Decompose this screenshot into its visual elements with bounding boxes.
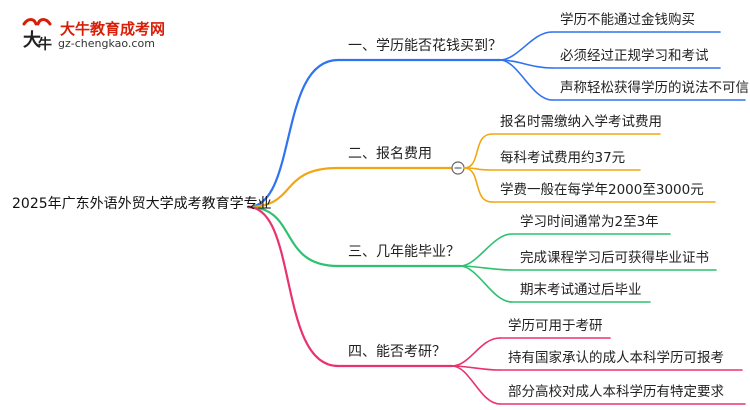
leaf-label: 部分高校对成人本科学历有特定要求	[508, 384, 724, 400]
brand-logo: 大 牛 大牛教育成考网 gz-chengkao.com	[14, 14, 244, 52]
leaf-connector	[459, 265, 513, 303]
leaf-label: 完成课程学习后可获得毕业证书	[520, 250, 709, 266]
root-topic: 2025年广东外语外贸大学成考教育学专业	[12, 196, 272, 212]
leaf-connector	[499, 59, 553, 101]
bull-logo-icon: 大 牛	[22, 18, 52, 52]
branch-connector	[246, 166, 340, 209]
leaf-label: 持有国家承认的成人本科学历可报考	[508, 350, 724, 366]
branch-label: 二、报名费用	[348, 146, 432, 162]
branch-label: 四、能否考研？	[348, 344, 446, 360]
leaf-connector	[463, 167, 493, 203]
leaf-connector	[459, 233, 513, 267]
leaf-label: 期末考试通过后毕业	[520, 282, 642, 298]
leaf-label: 学习时间通常为2至3年	[520, 214, 659, 230]
branch-connector	[246, 205, 340, 368]
leaf-connector	[451, 337, 501, 367]
leaf-label: 报名时需缴纳入学考试费用	[500, 114, 662, 130]
leaf-connector	[463, 133, 493, 169]
leaf-label: 声称轻松获得学历的说法不可信	[560, 80, 749, 96]
leaf-label: 每科考试费用约37元	[500, 150, 626, 166]
leaf-connector	[451, 365, 501, 405]
svg-text:牛: 牛	[38, 36, 52, 52]
leaf-connector	[499, 59, 553, 69]
branch-connector	[246, 58, 340, 209]
branch-label: 一、学历能否花钱买到？	[348, 38, 502, 54]
leaf-label: 学历不能通过金钱购买	[560, 12, 695, 28]
leaf-label: 必须经过正规学习和考试	[560, 48, 709, 64]
leaf-label: 学历可用于考研	[508, 318, 603, 334]
svg-text:大: 大	[23, 29, 41, 51]
leaf-connector	[499, 31, 553, 61]
brand-name: 大牛教育成考网	[60, 20, 166, 38]
minus-circle-icon[interactable]	[451, 161, 465, 175]
branch-connector	[246, 205, 340, 268]
leaf-label: 学费一般在每学年2000至3000元	[500, 182, 704, 198]
brand-url: gz-chengkao.com	[58, 37, 155, 50]
branch-label: 三、几年能毕业？	[348, 244, 460, 260]
